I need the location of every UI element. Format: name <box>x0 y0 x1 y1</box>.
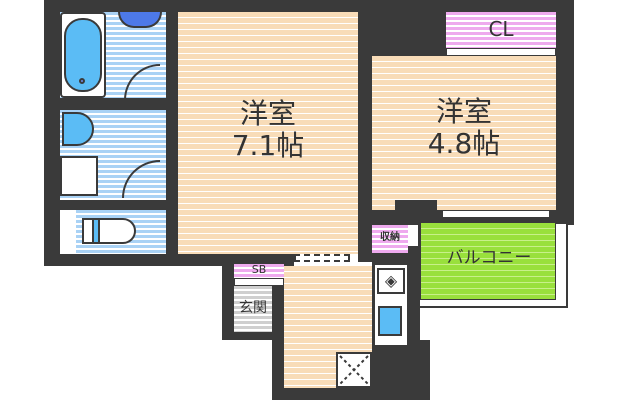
wall-top-right-block <box>372 0 446 56</box>
western-room-2-size: 4.8帖 <box>427 127 501 161</box>
room2-wall-column <box>395 200 437 212</box>
refrigerator-space-icon <box>336 352 372 388</box>
storage-label: 収納 <box>380 232 400 243</box>
western-room-1-name: 洋室 <box>239 97 296 130</box>
bathtub-drain-icon <box>79 78 85 84</box>
balcony: バルコニー <box>420 222 556 300</box>
room1-door-dashed <box>294 254 350 262</box>
washing-machine-pan-icon <box>60 156 98 196</box>
closet-doors <box>446 48 556 56</box>
stove-icon: ◈ <box>377 268 405 294</box>
entrance: 玄関 <box>234 286 272 332</box>
balcony-label: バルコニー <box>446 248 532 268</box>
wall-hall-bottom <box>272 388 430 400</box>
wall-top <box>44 0 574 12</box>
wall-divider-wet <box>166 0 178 266</box>
western-room-2: 洋室 4.8帖 <box>372 56 556 210</box>
wall-right <box>556 0 574 225</box>
wall-hall-left <box>272 262 284 400</box>
washbasin-icon <box>62 112 94 146</box>
bath-wall-lower <box>60 98 166 110</box>
shoe-box-label: SB <box>251 263 267 276</box>
western-room-1: 洋室 7.1帖 <box>178 12 358 254</box>
cross-icon <box>339 355 369 385</box>
washroom-wall-lower <box>60 200 166 210</box>
closet-label: CL <box>488 17 514 41</box>
western-room-1-size: 7.1帖 <box>231 129 305 163</box>
room2-window <box>442 210 550 218</box>
toilet-tank-icon <box>92 218 100 244</box>
western-room-2-name: 洋室 <box>435 95 492 128</box>
wall-left-block <box>44 0 60 266</box>
shoe-box: SB <box>234 263 284 278</box>
entrance-label: 玄関 <box>239 300 267 316</box>
wall-divider-rooms <box>358 0 372 262</box>
shoe-box-doors <box>234 278 284 286</box>
closet: CL <box>446 12 556 48</box>
toilet-icon <box>82 218 136 244</box>
kitchen-sink-icon <box>378 306 402 336</box>
storage: 収納 <box>372 225 408 253</box>
